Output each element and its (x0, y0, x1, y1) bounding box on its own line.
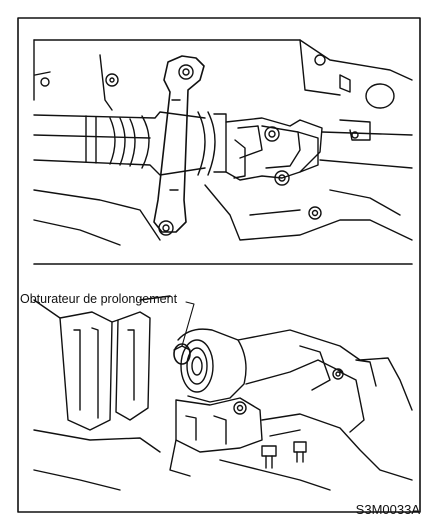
figure-code: S3M0033A (355, 502, 420, 517)
callout-leader (181, 301, 195, 347)
bottom-panel-drawing (33, 295, 413, 491)
top-panel-drawing (33, 39, 413, 246)
callout-label: Obturateur de prolongement (20, 292, 178, 306)
figure-frame (17, 17, 421, 513)
